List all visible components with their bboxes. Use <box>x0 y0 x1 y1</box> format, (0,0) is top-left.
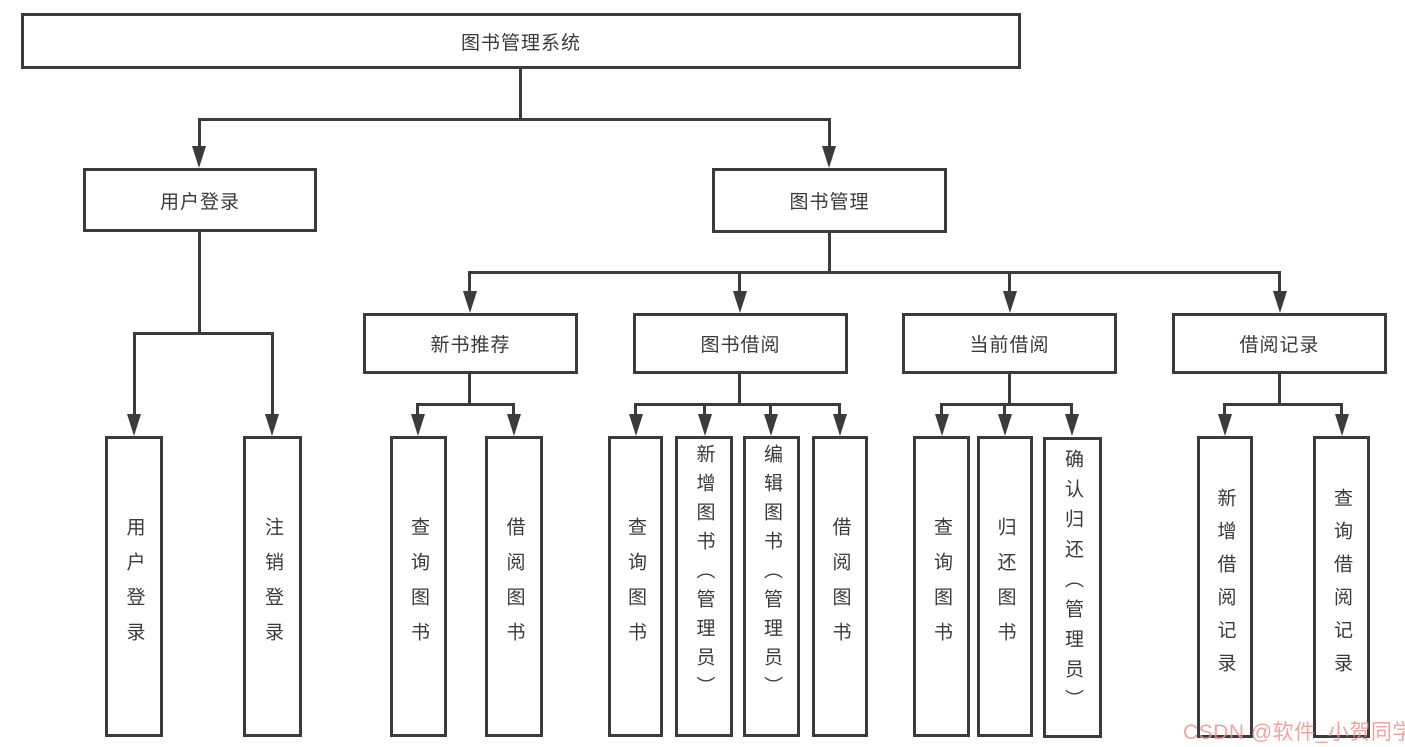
arrow-head <box>935 414 949 436</box>
connector-line <box>133 332 274 335</box>
arrow-head <box>822 146 836 168</box>
arrow-head <box>1218 414 1232 436</box>
connector-line <box>1223 403 1226 415</box>
leaf-borrow-query-book: 查询图书 <box>608 436 663 737</box>
node-borrow-record-label: 借阅记录 <box>1239 335 1320 356</box>
connector-line <box>468 271 471 292</box>
connector-line <box>738 374 741 406</box>
leaf-current-query-book-label: 查询图书 <box>931 516 952 657</box>
connector-line <box>468 271 1281 274</box>
node-user-login-label: 用户登录 <box>159 191 240 213</box>
leaf-add-book-admin-label: 新增图书（管理员） <box>693 444 715 705</box>
arrow-head <box>833 414 847 436</box>
connector-line <box>416 403 419 415</box>
arrow-head <box>507 414 521 436</box>
node-book-borrow: 图书借阅 <box>633 313 848 374</box>
connector-line <box>416 403 515 406</box>
leaf-query-borrow-record-label: 查询借阅记录 <box>1331 488 1352 686</box>
connector-line <box>838 403 841 415</box>
leaf-add-book-admin: 新增图书（管理员） <box>675 436 733 737</box>
connector-line <box>738 271 741 292</box>
node-current-borrow: 当前借阅 <box>902 313 1117 374</box>
leaf-edit-book-admin-label: 编辑图书（管理员） <box>761 444 782 705</box>
node-root-label: 图书管理系统 <box>460 32 581 54</box>
leaf-add-borrow-record-label: 新增借阅记录 <box>1214 488 1236 686</box>
leaf-confirm-return-admin-label: 确认归还（管理员） <box>1062 449 1083 719</box>
connector-line <box>703 403 706 415</box>
node-book-borrow-label: 图书借阅 <box>700 335 781 356</box>
leaf-logout: 注销登录 <box>243 436 302 737</box>
leaf-add-borrow-record: 新增借阅记录 <box>1197 436 1253 738</box>
leaf-edit-book-admin: 编辑图书（管理员） <box>743 436 800 737</box>
arrow-head <box>127 414 141 436</box>
node-book-management-label: 图书管理 <box>789 192 870 213</box>
leaf-current-query-book: 查询图书 <box>913 436 970 737</box>
arrow-head <box>1003 291 1017 313</box>
leaf-borrow-book-label: 借阅图书 <box>829 516 851 657</box>
leaf-recommend-query-book: 查询图书 <box>390 436 447 737</box>
connector-line <box>1223 403 1343 406</box>
leaf-logout-label: 注销登录 <box>262 516 283 657</box>
arrow-head <box>764 414 778 436</box>
node-root: 图书管理系统 <box>21 13 1021 69</box>
connector-line <box>133 332 136 414</box>
connector-line <box>519 69 522 121</box>
node-user-login: 用户登录 <box>83 168 317 232</box>
leaf-confirm-return-admin: 确认归还（管理员） <box>1043 437 1102 738</box>
connector-line <box>940 403 1073 406</box>
connector-line <box>512 403 515 415</box>
leaf-return-book: 归还图书 <box>977 436 1033 737</box>
leaf-user-login: 用户登录 <box>105 436 163 737</box>
node-borrow-record: 借阅记录 <box>1172 313 1387 374</box>
csdn-watermark: CSDN @软件_小贺同学 <box>1183 721 1405 744</box>
connector-line <box>1278 271 1281 292</box>
leaf-recommend-borrow-book: 借阅图书 <box>485 436 543 737</box>
connector-line <box>769 403 772 415</box>
arrow-head <box>1273 291 1287 313</box>
connector-line <box>468 374 471 406</box>
connector-line <box>940 403 943 415</box>
arrow-head <box>733 291 747 313</box>
leaf-borrow-query-book-label: 查询图书 <box>625 516 646 657</box>
arrow-head <box>192 146 206 168</box>
connector-line <box>1008 374 1011 406</box>
leaf-user-login-label: 用户登录 <box>123 516 145 657</box>
node-book-management: 图书管理 <box>712 168 947 233</box>
connector-line <box>271 332 274 414</box>
arrow-head <box>1335 414 1349 436</box>
node-new-book-recommend-label: 新书推荐 <box>430 335 511 356</box>
arrow-head <box>411 414 425 436</box>
connector-line <box>634 403 841 406</box>
connector-line <box>1278 374 1281 406</box>
leaf-query-borrow-record: 查询借阅记录 <box>1313 436 1370 738</box>
leaf-return-book-label: 归还图书 <box>994 516 1016 657</box>
arrow-head <box>698 414 712 436</box>
leaf-borrow-book: 借阅图书 <box>812 436 868 737</box>
connector-line <box>1340 403 1343 415</box>
arrow-head <box>998 414 1012 436</box>
connector-line <box>828 118 831 146</box>
leaf-recommend-borrow-book-label: 借阅图书 <box>503 516 525 657</box>
arrow-head <box>1065 414 1079 436</box>
leaf-recommend-query-book-label: 查询图书 <box>408 516 429 657</box>
node-current-borrow-label: 当前借阅 <box>969 335 1050 356</box>
connector-line <box>1003 403 1006 415</box>
arrow-head <box>463 291 477 313</box>
connector-line <box>198 118 201 146</box>
connector-line <box>634 403 637 415</box>
arrow-head <box>265 414 279 436</box>
connector-line <box>198 232 201 334</box>
connector-line <box>828 233 831 274</box>
node-new-book-recommend: 新书推荐 <box>363 313 578 374</box>
connector-line <box>1070 403 1073 415</box>
connector-line <box>1008 271 1011 292</box>
arrow-head <box>629 414 643 436</box>
connector-line <box>198 118 831 121</box>
